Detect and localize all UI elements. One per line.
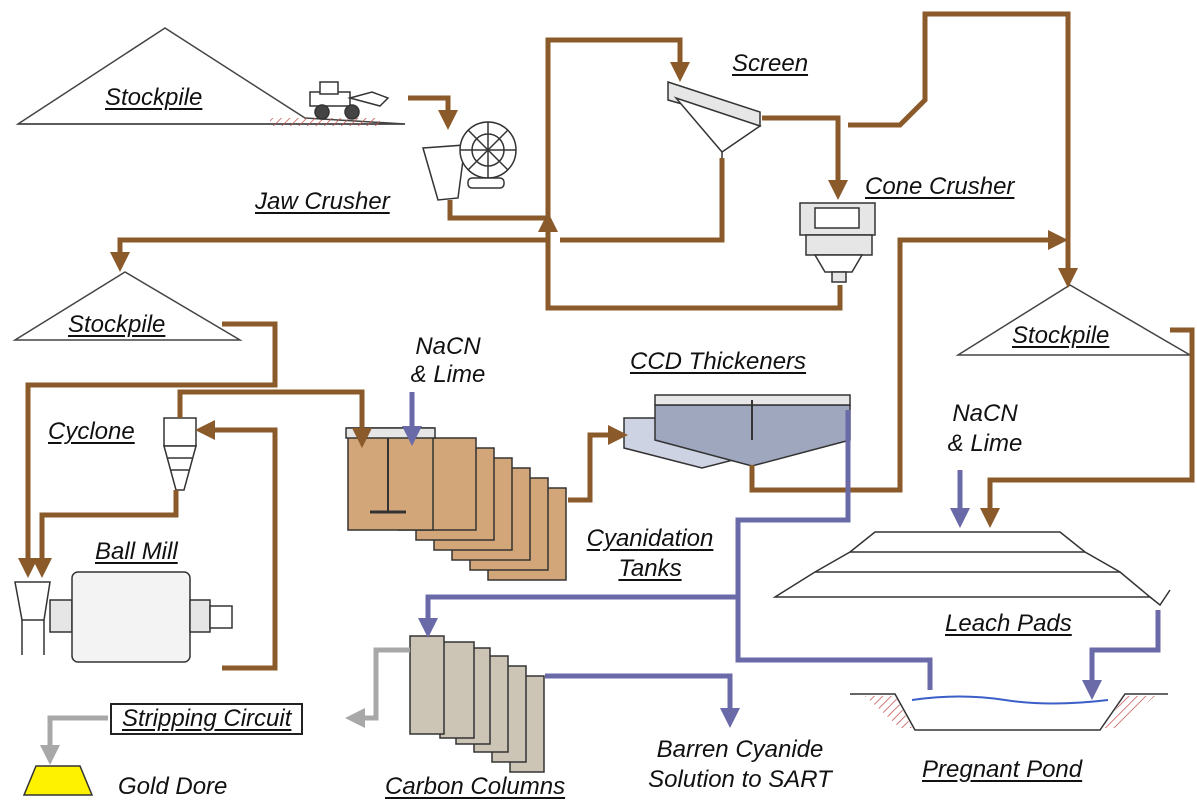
label-carbon-columns: Carbon Columns [385,773,566,800]
label-stockpile-right: Stockpile [1012,322,1110,349]
flow-to-stockpile-right [848,11,1078,288]
label-cone-crusher: Cone Crusher [865,173,1015,200]
label-stockpile-top: Stockpile [105,84,203,111]
label-nacn-tanks: NaCN & Lime [388,335,508,387]
label-cyanidation-tanks: Cyanidation Tanks [575,527,725,581]
flow-stockpile-to-pads [980,327,1195,528]
leach-pads-icon [772,531,1171,607]
gold-dore-icon [22,765,94,796]
flow-tanks-to-ccd [568,425,628,503]
label-cyanidation-line1: Cyanidation [586,525,714,552]
flow-pads-to-pond [1082,610,1161,700]
label-nacn-tanks-line2: & Lime [410,361,486,388]
label-screen: Screen [732,50,809,77]
pregnant-pond-icon [850,693,1168,731]
label-nacn-pads-line1: NaCN [952,400,1018,427]
flow-screen-to-cone [762,115,848,200]
flow-to-stockpile-left [110,220,551,272]
label-ball-mill: Ball Mill [95,538,178,565]
label-stockpile-left: Stockpile [68,311,166,338]
label-gold-dore: Gold Dore [118,773,228,800]
label-ccd-thickeners: CCD Thickeners [630,348,807,375]
flow-cone-recycle [538,212,843,311]
carbon-columns-icon [409,635,545,773]
label-barren-solution: Barren Cyanide Solution to SART [630,738,850,792]
stockpile-left-pile [12,271,243,341]
jaw-crusher-icon [422,121,517,201]
label-nacn-pads: NaCN & Lime [930,402,1040,456]
stockpile-top-pile [15,27,406,126]
solution-flow-lines [402,392,1161,728]
label-pregnant-pond: Pregnant Pond [922,756,1083,783]
label-leach-pads: Leach Pads [945,610,1072,637]
flow-screen-undersize [560,158,725,243]
loader-icon [309,81,390,120]
ccd-thickeners-icon [623,394,851,469]
screen-icon [667,80,762,160]
label-jaw-crusher: Jaw Crusher [255,188,390,215]
flow-pond-return [735,597,933,690]
label-stripping-circuit: Stripping Circuit [110,703,304,735]
flow-cyclone-to-tanks [177,389,372,448]
flow-mill-to-cyclone [195,420,278,671]
flow-ccd-to-columns [418,410,851,638]
cone-crusher-icon [799,202,876,283]
flow-stripping-to-dore [40,715,108,765]
stockpile-right-pile [955,284,1193,356]
flow-jaw-to-screen [447,37,690,221]
label-barren-line1: Barren Cyanide [656,736,824,763]
label-cyclone: Cyclone [48,418,135,445]
ore-flow-lines [18,11,1195,671]
label-nacn-pads-line2: & Lime [947,430,1023,457]
flow-ccd-tailings [749,230,1068,493]
flow-loader-to-jaw [408,95,458,130]
ball-mill-icon [14,571,233,663]
flow-columns-to-barren [545,673,740,728]
flow-columns-to-stripping [345,647,410,728]
flow-stockpile-to-mill [18,321,278,578]
label-cyanidation-line2: Tanks [618,555,682,582]
cyanidation-tanks-icon [345,427,567,581]
flow-cyclone-underflow [32,490,179,578]
cyclone-icon [163,417,197,491]
label-barren-line2: Solution to SART [648,766,832,793]
carbon-flow-lines [40,647,410,765]
label-nacn-tanks-line1: NaCN [415,333,481,360]
